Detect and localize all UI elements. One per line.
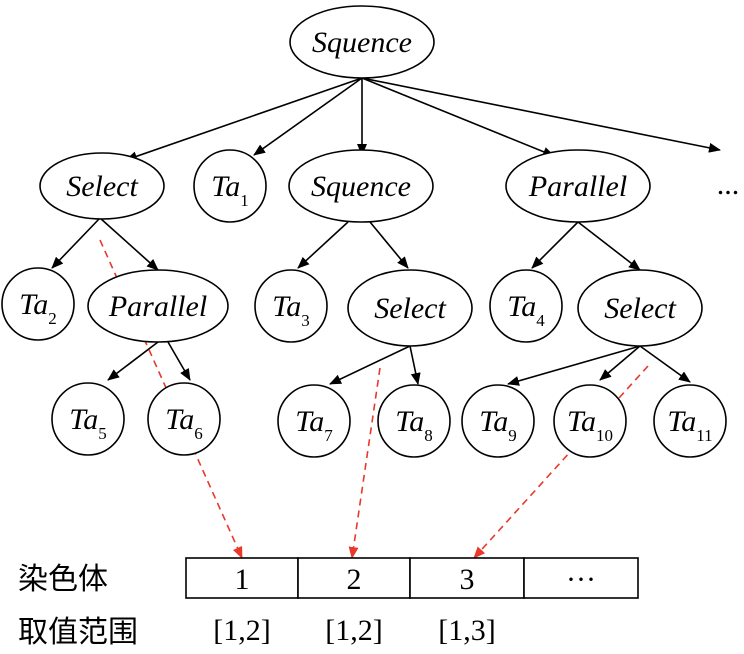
more-nodes-ellipsis: ... [717,168,740,201]
node-ta7-sub: 7 [324,426,333,445]
node-ta9-sub: 9 [508,426,517,445]
node-ta6-label: Ta [165,403,194,436]
svg-text:Ta5: Ta5 [69,403,106,443]
svg-text:Ta11: Ta11 [667,405,712,445]
svg-text:Ta1: Ta1 [211,170,248,210]
edge-squence-ta3 [297,221,349,269]
node-ta7-label: Ta [295,405,324,438]
svg-text:Ta10: Ta10 [567,405,613,445]
node-ta2-sub: 2 [48,309,57,328]
node-squence-2: Squence [288,149,434,223]
node-ta7: Ta7 [277,384,351,458]
edge-select2-ta8 [409,345,421,385]
chromosome-cells: 1 2 3 ··· [185,557,639,599]
edge-root-select [125,77,363,162]
node-ta5: Ta5 [51,382,125,456]
root-edges [125,77,721,162]
node-ta10-sub: 10 [596,426,613,445]
chromosome-cell-1-value: 1 [235,563,250,596]
node-ta5-sub: 5 [98,424,107,443]
node-parallel-2: Parallel [87,269,229,343]
edge-parallel2-ta5 [107,341,159,381]
node-squence-2-label: Squence [311,170,411,203]
node-ta5-label: Ta [69,403,98,436]
node-ta4: Ta4 [489,269,563,343]
level1-edges [51,217,641,271]
node-select-1-label: Select [66,170,138,203]
chromosome-cell-more [523,557,639,599]
node-ta11: Ta11 [653,384,727,458]
node-ta1-sub: 1 [240,191,249,210]
range-value-1: [1,2] [213,614,270,647]
edge-squence-select [369,221,409,269]
node-ta2-label: Ta [19,288,48,321]
node-ta10: Ta10 [553,384,627,458]
svg-text:Ta3: Ta3 [272,290,309,330]
node-ta11-label: Ta [667,405,696,438]
chromosome-cell-1 [185,557,299,599]
node-select-2-label: Select [374,292,446,325]
range-value-2: [1,2] [325,614,382,647]
node-ta9-label: Ta [479,405,508,438]
node-ta2: Ta2 [1,267,75,341]
edge-select3-ta10 [599,345,641,381]
edge-select-ta2 [51,217,101,269]
edge-parallel-ta4 [531,221,579,269]
edge-select-parallel [99,217,159,271]
range-label: 取值范围 [18,615,138,650]
node-ta8-sub: 8 [424,426,433,445]
edge-root-ta1 [253,77,363,156]
red-arrow-to-gene-2 [348,367,381,559]
svg-text:Ta4: Ta4 [507,290,545,330]
node-root-label: Squence [312,26,412,59]
node-parallel-1: Parallel [505,149,651,223]
chromosome-cell-3-value: 3 [460,563,475,596]
svg-text:Ta2: Ta2 [19,288,56,328]
chromosome-label: 染色体 [18,562,108,597]
edge-select3-ta11 [639,345,691,383]
node-ta10-label: Ta [567,405,596,438]
svg-text:Ta7: Ta7 [295,405,333,445]
node-parallel-1-label: Parallel [528,170,627,203]
edge-root-more [361,77,721,153]
node-ta1-label: Ta [211,170,240,203]
node-ta11-sub: 11 [696,426,712,445]
node-ta3: Ta3 [254,269,328,343]
node-ta6: Ta6 [147,382,221,456]
edge-root-parallel [361,77,555,157]
node-select-2: Select [347,269,473,347]
chromosome-cell-2-value: 2 [347,563,362,596]
node-ta3-sub: 3 [301,311,310,330]
node-ta6-sub: 6 [194,424,203,443]
svg-text:Ta8: Ta8 [395,405,432,445]
node-select-3: Select [577,269,703,347]
edge-parallel2-ta6 [167,341,191,381]
svg-text:Ta9: Ta9 [479,405,516,445]
range-value-3: [1,3] [438,614,495,647]
node-root-squence: Squence [289,5,435,79]
edge-parallel-select [577,221,641,271]
node-ta8: Ta8 [377,384,451,458]
node-ta3-label: Ta [272,290,301,323]
edge-select2-ta7 [329,345,411,385]
chromosome-cell-more-value: ··· [566,563,596,596]
edge-select3-ta9 [507,345,641,386]
node-ta1: Ta1 [193,149,267,223]
svg-text:Ta6: Ta6 [165,403,202,443]
node-ta4-sub: 4 [536,311,545,330]
node-ta9: Ta9 [461,384,535,458]
node-ta4-label: Ta [507,290,536,323]
level2-edges [107,341,691,386]
node-parallel-2-label: Parallel [108,290,207,323]
node-select-1: Select [39,152,165,220]
node-select-3-label: Select [604,292,676,325]
node-ta8-label: Ta [395,405,424,438]
